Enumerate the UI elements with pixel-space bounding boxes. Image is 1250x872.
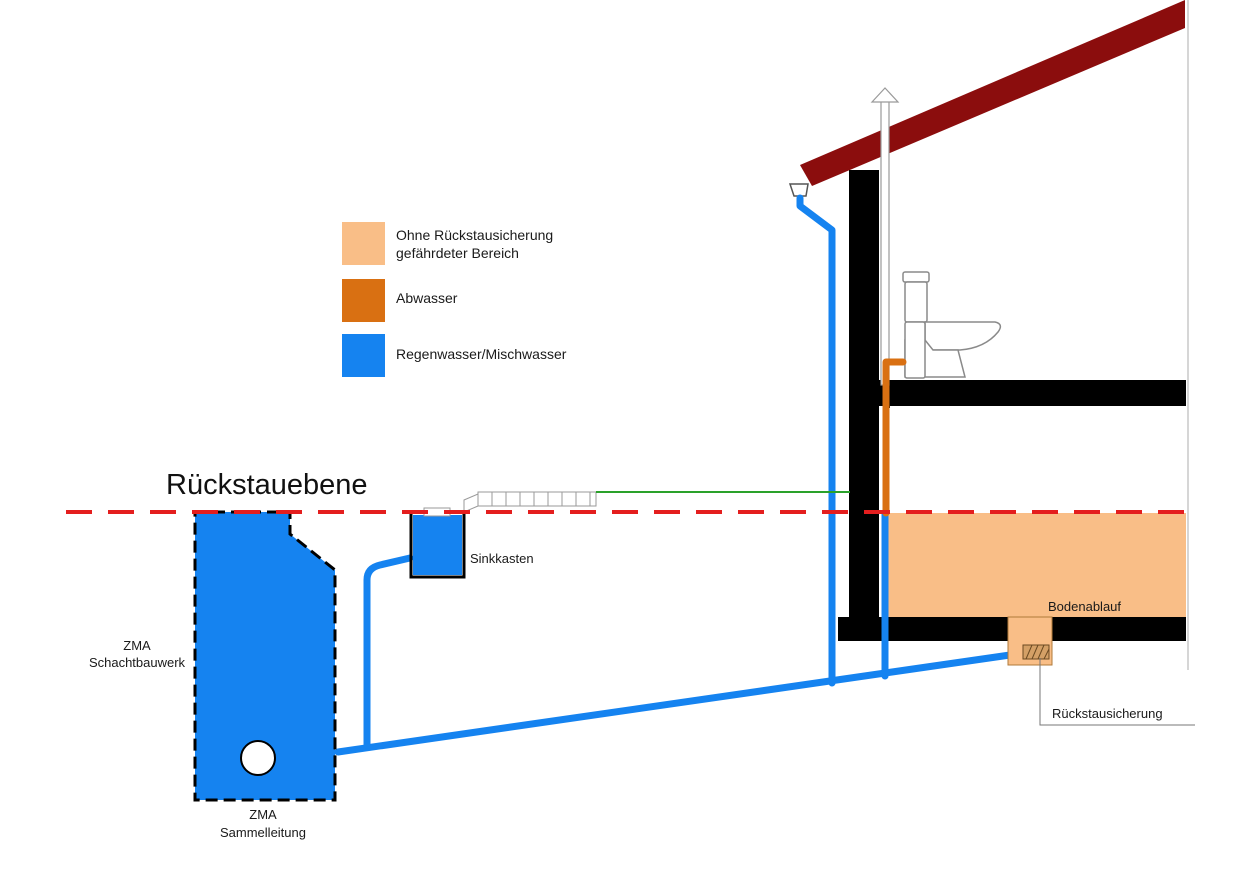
legend-label-wastewater: Abwasser	[396, 290, 458, 306]
toilet-icon	[902, 271, 1002, 379]
sinkkasten-connection	[363, 554, 414, 749]
main-collector-pipe	[334, 651, 1014, 756]
gutter-icon	[788, 183, 809, 197]
zma-collector-label-line2: Sammelleitung	[220, 825, 306, 840]
bodenablauf-label: Bodenablauf	[1048, 599, 1121, 614]
collector-pipe-opening	[240, 740, 276, 776]
zma-collector-label-line1: ZMA	[249, 807, 277, 822]
rain-downpipe	[796, 194, 836, 687]
outer-wall	[849, 170, 879, 625]
danger-zone	[888, 513, 1186, 617]
legend-swatch-wastewater	[342, 279, 385, 322]
zma-shaft	[193, 510, 337, 802]
zma-shaft-label-line1: ZMA	[123, 638, 151, 653]
legend-swatch-danger	[342, 222, 385, 265]
upper-floor-slab	[879, 380, 1186, 406]
legend-label-stormwater: Regenwasser/Mischwasser	[396, 346, 567, 362]
sinkkasten-label: Sinkkasten	[470, 551, 534, 566]
floor-drain-box	[1007, 616, 1053, 666]
sinkkasten-gully	[409, 507, 466, 579]
zma-shaft-label-line2: Schachtbauwerk	[89, 655, 186, 670]
wastewater-pipe	[882, 358, 907, 517]
surface-channel	[463, 491, 597, 513]
stormwater-pipes	[334, 194, 1014, 756]
rueckstausicherung-callout	[1039, 658, 1195, 726]
legend-label-danger-line1: Ohne Rückstausicherung	[396, 227, 553, 243]
legend-swatch-stormwater	[342, 334, 385, 377]
rueckstausicherung-label: Rückstausicherung	[1052, 706, 1163, 721]
legend-label-danger-line2: gefährdeter Bereich	[396, 245, 519, 261]
legend: Ohne Rückstausicherung gefährdeter Berei…	[342, 222, 567, 377]
backflow-level-label: Rückstauebene	[166, 469, 368, 501]
roof	[800, 0, 1185, 186]
